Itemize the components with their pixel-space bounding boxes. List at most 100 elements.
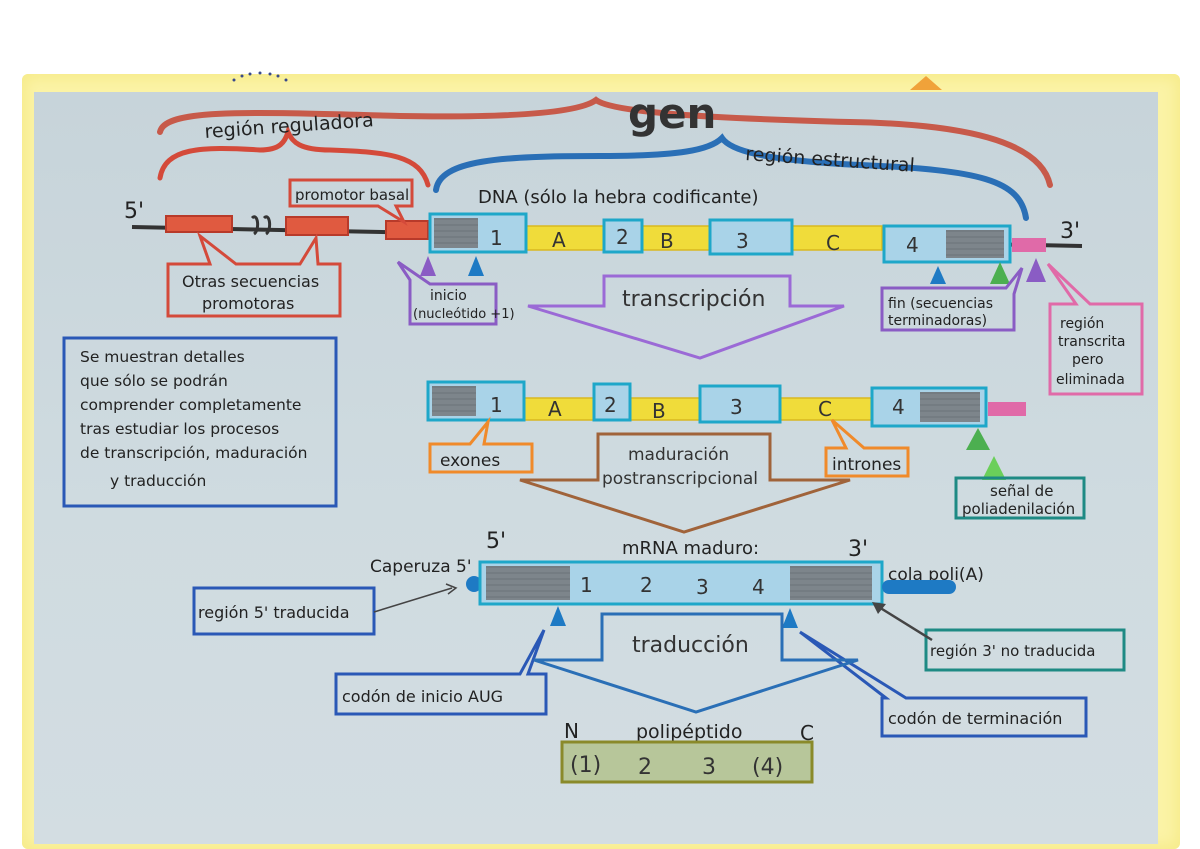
note-line-6: y traducción: [110, 472, 206, 490]
note-box: [62, 336, 338, 508]
note-line-1: Se muestran detalles: [80, 348, 245, 366]
mrna-exon-label-3: 3: [696, 575, 709, 599]
codon-inicio-callout: [334, 629, 548, 716]
pre-mrna-intron-label-C: C: [818, 397, 832, 421]
otras-secuencias-callout: [166, 231, 342, 318]
region-eliminada-line3: pero: [1072, 352, 1104, 368]
intrones-label: intrones: [832, 455, 901, 475]
mrna-3utr: [790, 566, 872, 600]
dna-exon-label-4: 4: [906, 233, 919, 257]
pre-mrna-intron-label-B: B: [652, 399, 666, 423]
region-eliminada-line2: transcrita: [1058, 334, 1125, 350]
codon-inicio-label: codón de inicio AUG: [342, 687, 503, 706]
codon-term-callout: [799, 630, 1088, 738]
region-eliminada-callout: [1046, 262, 1144, 396]
decorative-logo-mark: [232, 71, 288, 82]
senal-callout: [954, 476, 1086, 520]
dna-caption: DNA (sólo la hebra codificante): [478, 187, 759, 208]
dna-intron-strip: [519, 225, 883, 251]
inicio-line2: (nucleótido +1): [413, 307, 515, 322]
codon-term-marker: [782, 608, 798, 628]
pre-mrna-exon-4-utr: [920, 392, 980, 422]
pre-mrna-exon-label-4: 4: [892, 395, 905, 419]
inicio-marker-blue: [468, 256, 484, 276]
promoter-basal-box: [385, 220, 429, 240]
note-line-3: comprender completamente: [80, 396, 301, 414]
maduracion-line1: maduración: [628, 445, 729, 465]
note-text: Se muestran detalles que sólo se podrán …: [80, 348, 307, 490]
promotor-basal-label: promotor basal: [295, 186, 409, 204]
mrna-five-prime: 5': [486, 529, 506, 554]
polipeptido-c: C: [800, 721, 814, 745]
dna-intron-label-A: A: [552, 228, 566, 252]
pre-mrna-pink-tail: [988, 402, 1026, 416]
region5-pointer-head: [445, 583, 458, 595]
region3-label: región 3' no traducida: [930, 642, 1096, 660]
exones-callout: [428, 416, 534, 474]
fin-callout: [880, 267, 1024, 332]
maduracion-line2: postranscripcional: [602, 469, 758, 489]
exones-label: exones: [440, 451, 500, 471]
polipeptido-n: N: [564, 719, 579, 743]
fin-line2: terminadoras): [888, 313, 987, 329]
polipeptido-title: polipéptido: [636, 721, 742, 743]
dna-five-prime: 5': [124, 199, 144, 224]
caperuza-cap: [466, 576, 482, 592]
dna-exon-2: [602, 218, 644, 254]
dna-exon-label-1: 1: [490, 226, 503, 250]
mrna-exon-label-2: 2: [640, 573, 653, 597]
traduccion-label: traducción: [632, 633, 749, 658]
fin-marker-blue: [930, 266, 946, 284]
dna-break-symbol: [250, 215, 272, 236]
senal-line2: poliadenilación: [962, 500, 1075, 518]
region-estructural-label: región estructural: [745, 143, 916, 177]
note-line-2: que sólo se podrán: [80, 372, 228, 390]
codon-inicio-marker: [550, 606, 566, 626]
region-eliminada-line1: región: [1060, 316, 1104, 332]
region-eliminada-line4: eliminada: [1056, 372, 1125, 388]
mrna-exon-label-1: 1: [580, 573, 593, 597]
reguladora-brace: [157, 124, 431, 188]
estructural-brace: [433, 133, 1029, 221]
dna-three-prime: 3': [1060, 219, 1080, 244]
codon-term-label: codón de terminación: [888, 709, 1062, 728]
transcripcion-arrow: [527, 274, 845, 360]
mrna-poly-a-tail: [882, 580, 956, 594]
promotor-basal-callout: [288, 178, 414, 227]
otras-secuencias-line2: promotoras: [202, 294, 294, 313]
dna-exon-label-2: 2: [616, 225, 629, 249]
pre-mrna-exon-1-utr: [432, 386, 476, 416]
pre-mrna-exon-label-1: 1: [490, 393, 503, 417]
polipeptido-item-3: 3: [702, 755, 716, 780]
otras-secuencias-line1: Otras secuencias: [182, 272, 319, 291]
dna-exon-3: [708, 218, 794, 256]
inicio-marker-purple: [420, 256, 436, 276]
region5-callout: [192, 586, 376, 636]
promoter-box-2: [285, 216, 349, 236]
dna-intron-label-C: C: [826, 231, 840, 255]
pre-mrna-exon-3: [698, 384, 782, 424]
promoter-box-1: [165, 215, 233, 233]
pre-mrna-exon-label-2: 2: [604, 393, 617, 417]
pre-mrna-exon-label-3: 3: [730, 395, 743, 419]
polipeptido-item-2: 2: [638, 755, 652, 780]
senal-marker-bottom: [982, 456, 1006, 480]
traduccion-arrow: [533, 612, 859, 714]
mrna-5utr: [486, 566, 570, 600]
dna-exon-1-utr: [434, 218, 478, 248]
senal-line1: señal de: [990, 482, 1053, 500]
inicio-line1: inicio: [430, 288, 467, 304]
dna-exon-label-3: 3: [736, 229, 749, 253]
dna-eliminated-region: [1012, 238, 1046, 252]
note-line-4: tras estudiar los procesos: [80, 420, 279, 438]
region3-pointer-head: [872, 602, 886, 614]
polipeptido-box: [560, 740, 814, 784]
region3-callout: [924, 628, 1126, 672]
decorative-orange-mark: [910, 76, 942, 90]
gen-brace: [157, 96, 1053, 188]
fin-marker-purple: [1026, 258, 1046, 282]
fin-marker-green: [990, 262, 1010, 284]
mrna-three-prime: 3': [848, 537, 868, 562]
region3-pointer: [873, 602, 933, 642]
